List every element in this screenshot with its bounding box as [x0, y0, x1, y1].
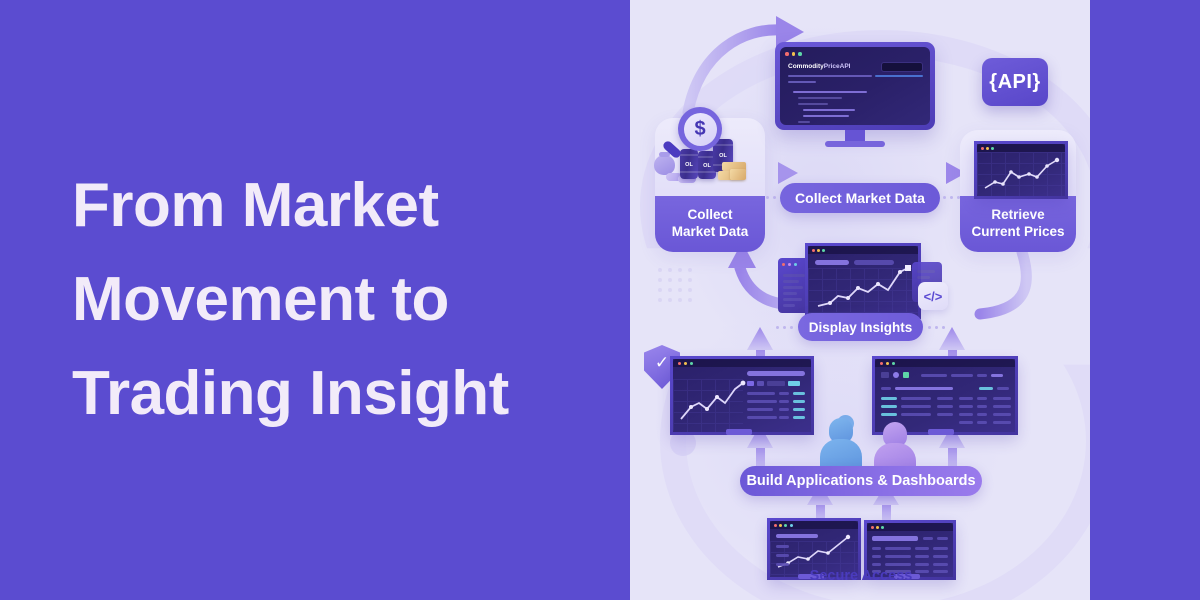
- app-title: CommodityPriceAPI: [788, 63, 851, 70]
- money-bag-tie: [659, 152, 670, 157]
- insights-line-chart: [817, 265, 911, 307]
- laptop-stand: [798, 574, 824, 579]
- pill-display-insights[interactable]: Display Insights: [798, 313, 923, 341]
- label-secure-access: Secure Access: [809, 568, 913, 584]
- window-titlebar: [808, 246, 918, 254]
- headline-line-1: From Market: [72, 170, 439, 240]
- monitor-screen: CommodityPriceAPI: [780, 47, 930, 125]
- window-titlebar: [770, 521, 858, 529]
- magnifier-dollar-icon: $: [678, 107, 722, 151]
- flow-arrows: [682, 16, 1032, 522]
- window-dots: [785, 52, 802, 56]
- card-collect-label: Collect Market Data: [655, 196, 765, 252]
- secure-table-screen: [864, 520, 956, 580]
- money-bag-icon: [654, 155, 675, 175]
- dot-separator: [943, 196, 960, 199]
- chart-grid: [673, 379, 743, 432]
- headline-pane: From Market Movement to Trading Insight: [72, 159, 509, 442]
- dashboard-chart-screen: [670, 356, 814, 435]
- oil-barrel-icon: OL: [680, 149, 698, 179]
- coin-icon: [678, 175, 696, 183]
- avatar-head: [883, 422, 907, 447]
- window-titlebar: [673, 359, 811, 367]
- pill-collect-market-data[interactable]: Collect Market Data: [780, 183, 940, 213]
- window-titlebar: [977, 144, 1065, 152]
- code-chip: </>: [918, 282, 948, 310]
- laptop-stand: [894, 574, 920, 579]
- monitor-bezel: CommodityPriceAPI: [775, 42, 935, 130]
- get-started-button[interactable]: [881, 62, 923, 72]
- coin-icon: [666, 173, 682, 181]
- gold-bar-icon: [730, 169, 746, 180]
- chart-grid: [977, 152, 1065, 196]
- insights-chart-screen: [805, 243, 921, 319]
- price-chart-screen: [974, 141, 1068, 199]
- oil-barrel-icon: OL: [698, 151, 716, 179]
- monitor-base: [825, 141, 885, 147]
- monitor-neck: [845, 130, 865, 142]
- dashboard-table-screen: [872, 356, 1018, 435]
- headline-line-3: Trading Insight: [72, 359, 509, 429]
- page-title: From Market Movement to Trading Insight: [72, 159, 509, 442]
- dollar-symbol: $: [683, 112, 717, 146]
- api-badge: {API}: [982, 58, 1048, 106]
- dot-texture: [658, 268, 718, 323]
- side-panel-screen: [778, 258, 810, 313]
- diagram-illustration: Collect Market Data OL OL OL: [630, 0, 1090, 600]
- gold-bar-icon: [722, 162, 746, 171]
- window-titlebar: [867, 523, 953, 531]
- window-titlebar: [875, 359, 1015, 367]
- code-editor-monitor: CommodityPriceAPI: [775, 42, 935, 150]
- monitor-stand: [928, 429, 954, 435]
- dashboard-line-chart: [680, 380, 746, 420]
- price-line-chart: [984, 157, 1060, 189]
- pill-build-applications[interactable]: Build Applications & Dashboards: [740, 466, 982, 496]
- dot-separator: [928, 326, 945, 329]
- avatar-head: [829, 418, 853, 443]
- headline-line-2: Movement to: [72, 264, 449, 334]
- commodities-illustration: OL OL OL $: [652, 105, 772, 200]
- chart-grid: [808, 268, 918, 316]
- card-retrieve-label: Retrieve Current Prices: [960, 196, 1076, 252]
- monitor-stand: [726, 429, 752, 435]
- dot-separator: [776, 326, 793, 329]
- secure-chart-screen: [767, 518, 861, 580]
